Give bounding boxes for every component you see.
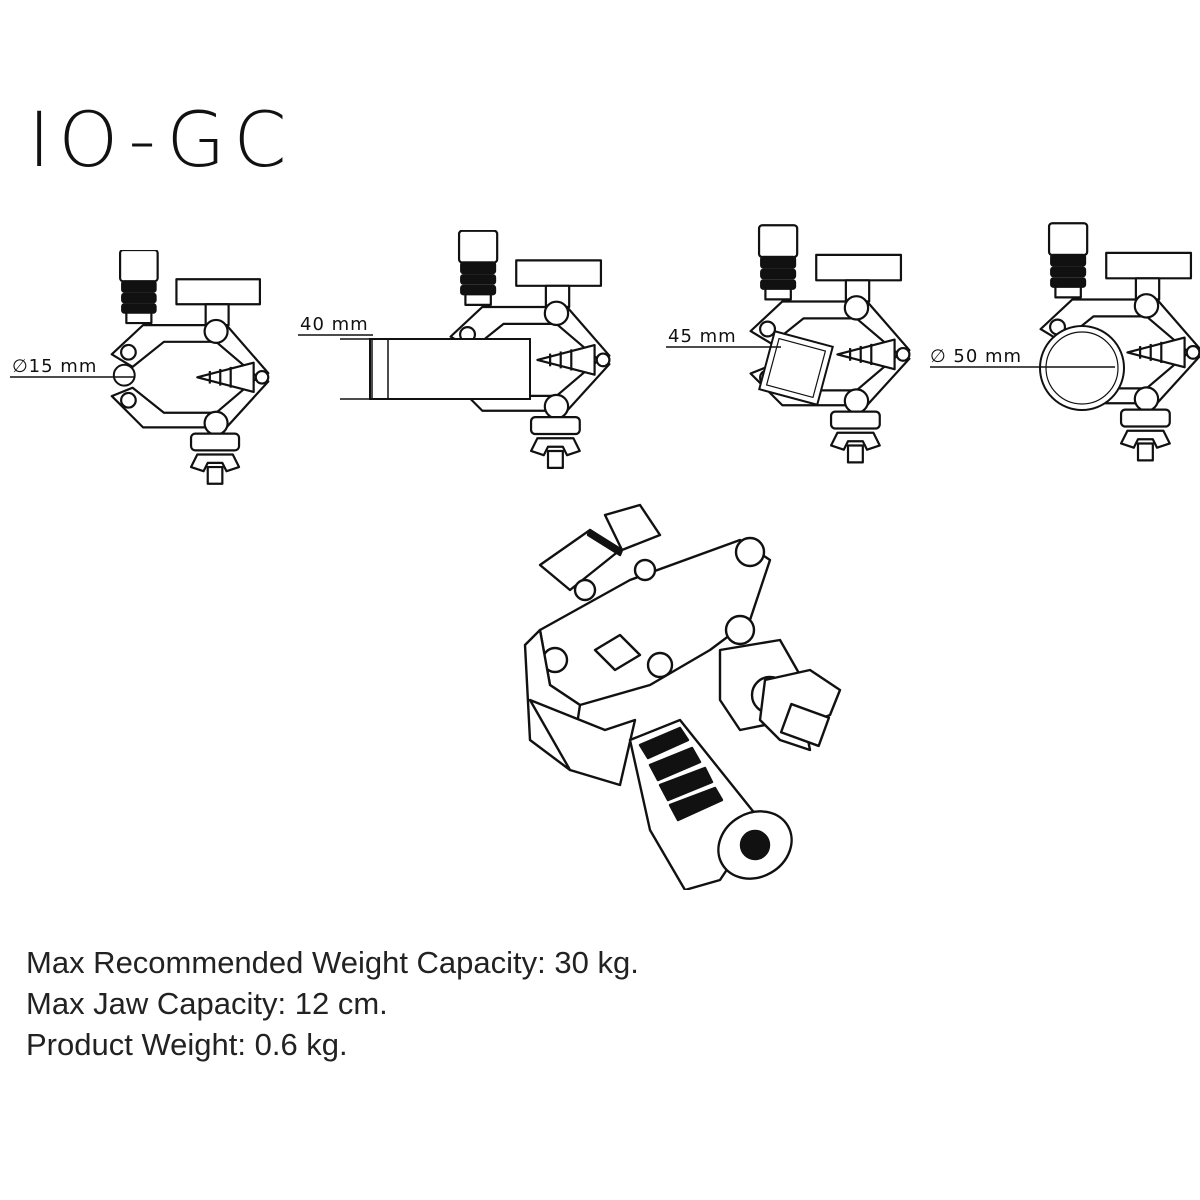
spec-jaw-capacity: Max Jaw Capacity: 12 cm. [26, 986, 388, 1021]
dimension-line-40mm [298, 334, 378, 338]
dimension-label-15mm: ∅15 mm [12, 356, 98, 377]
dimension-label-40mm: 40 mm [300, 314, 369, 335]
spec-weight-capacity: Max Recommended Weight Capacity: 30 kg. [26, 945, 639, 980]
dimension-line-45mm [666, 346, 786, 350]
dimension-line-50mm [930, 366, 1120, 370]
product-specifications: Max Recommended Weight Capacity: 30 kg. … [26, 942, 639, 1065]
clamp-diagram-15mm [110, 250, 270, 485]
clamp-isometric-view [510, 500, 860, 890]
square-profile-45mm [748, 320, 844, 416]
dimension-line-15mm [10, 376, 140, 380]
product-title: IO-GC [28, 95, 295, 184]
dimension-label-50mm: ∅ 50 mm [930, 346, 1023, 367]
dimension-label-45mm: 45 mm [668, 326, 737, 347]
square-tube-40mm [340, 335, 540, 405]
round-tube-50mm [1030, 320, 1130, 420]
spec-product-weight: Product Weight: 0.6 kg. [26, 1027, 348, 1062]
